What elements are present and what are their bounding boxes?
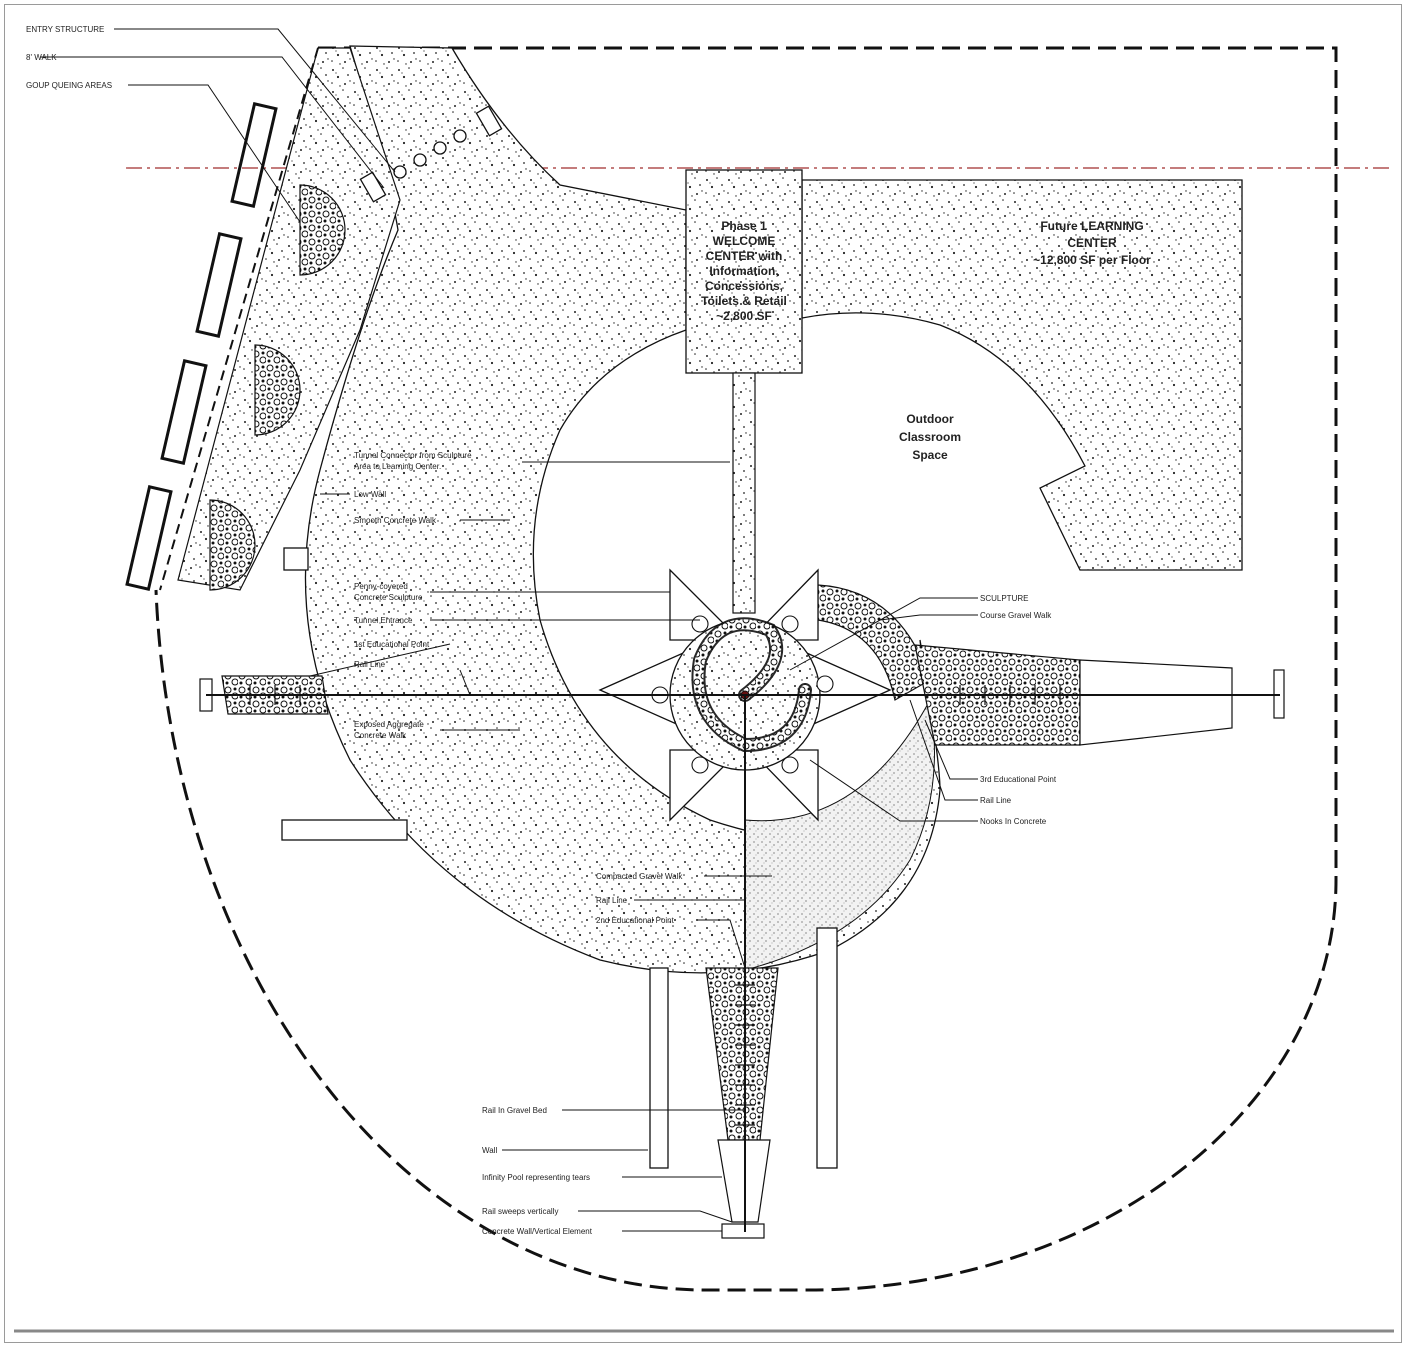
label-group-queuing: GOUP QUEING AREAS [26,81,112,90]
queuing-areas [209,184,346,591]
label-rail-line-right: Rail Line [980,796,1012,805]
coarse-gravel-walk [817,584,931,701]
label-concrete-wall-vertical: Concrete Wall/Vertical Element [482,1227,593,1236]
svg-text:Future LEARNING: Future LEARNING [1040,219,1143,233]
queue-strip [177,47,401,591]
svg-text:Concessions,: Concessions, [705,279,783,293]
label-exposed-aggregate-1: Exposed Aggregate [354,720,424,729]
leader-lines [40,28,978,1232]
label-smooth-walk: Smooth Concrete Walk [354,516,437,525]
label-edu-point-2: 2nd Educational Point [596,916,675,925]
label-welcome-center: Phase 1 WELCOME CENTER with Information,… [701,219,787,323]
svg-text:Space: Space [912,448,948,462]
label-rail-line-bottom: Rail Line [596,896,628,905]
south-rail-arm [705,967,779,1141]
label-rail-line-left: Rail Line [354,660,386,669]
label-low-wall: Low Wall [354,490,386,499]
walls [281,547,838,1169]
svg-text:CENTER: CENTER [1067,236,1117,250]
svg-text:CENTER with: CENTER with [706,249,783,263]
label-infinity-pool: Infinity Pool representing tears [482,1173,590,1182]
svg-text:~12,800 SF per Floor: ~12,800 SF per Floor [1033,253,1151,267]
image-frame [4,4,1402,1343]
vehicle-bays [125,102,278,591]
svg-text:Outdoor: Outdoor [906,412,954,426]
rail-ties [249,685,1061,1126]
label-learning-center: Future LEARNING CENTER ~12,800 SF per Fl… [1033,219,1151,267]
svg-text:Phase 1: Phase 1 [721,219,767,233]
label-sculpture: SCULPTURE [980,594,1028,603]
label-outdoor-classroom: Outdoor Classroom Space [899,412,961,462]
svg-text:Information,: Information, [709,264,778,278]
label-nooks: Nooks In Concrete [980,817,1047,826]
svg-text:~2,800 SF: ~2,800 SF [716,309,772,323]
label-coarse-gravel: Course Gravel Walk [980,611,1052,620]
entry-structures [359,105,503,203]
label-edu-point-3: 3rd Educational Point [980,775,1057,784]
label-rail-sweeps: Rail sweeps vertically [482,1207,558,1216]
label-penny-sculpture-2: Concrete Sculpture [354,593,423,602]
learning-center-pad [801,179,1243,571]
label-edu-point-1: 1st Educational Point [354,640,430,649]
label-wall: Wall [482,1146,497,1155]
label-8ft-walk: 8' WALK [26,53,57,62]
label-penny-sculpture-1: Penny-covered [354,582,408,591]
tunnel-connector [732,372,756,614]
label-entry-structure: ENTRY STRUCTURE [26,25,104,34]
label-compacted-gravel: Compacted Gravel Walk [596,872,683,881]
rail-lines [206,694,1280,1232]
road-edge [159,47,319,591]
south-vertical-element [721,1223,765,1239]
svg-text:Classroom: Classroom [899,430,961,444]
property-boundary [154,46,1338,1292]
label-exposed-aggregate-2: Concrete Walk [354,731,407,740]
label-tunnel-connector-2: Area to Learning Center. [354,462,441,471]
label-rail-gravel-bed: Rail In Gravel Bed [482,1106,547,1115]
label-tunnel-connector-1: Tunnel Connector from Sculpture [354,451,472,460]
svg-text:Toilets & Retail: Toilets & Retail [701,294,787,308]
welcome-center [685,169,803,374]
svg-text:WELCOME: WELCOME [713,234,776,248]
label-tunnel-entrance: Tunnel Entrance [354,616,413,625]
